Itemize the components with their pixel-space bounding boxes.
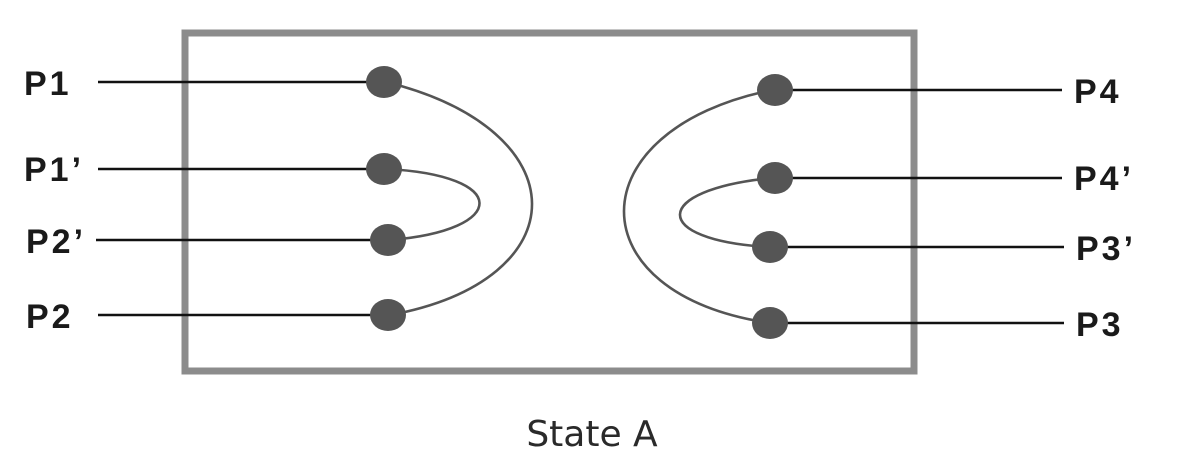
port-dot-p4 (757, 74, 793, 106)
port-dot-p3 (752, 307, 788, 339)
port-dot-p3-prime (752, 231, 788, 263)
port-label-p1: P1 (24, 65, 72, 103)
port-label-p1-prime: P1’ (24, 151, 84, 189)
port-dot-p1 (366, 66, 402, 98)
port-label-p4: P4 (1074, 73, 1122, 111)
port-label-p3: P3 (1076, 306, 1124, 344)
port-dot-p4-prime (757, 162, 793, 194)
device-frame (181, 29, 918, 375)
connection-p1-prime-p2-prime (385, 167, 481, 242)
port-label-p3-prime: P3’ (1076, 230, 1136, 268)
connection-p4-p3 (622, 88, 773, 325)
port-label-p4-prime: P4’ (1074, 160, 1134, 198)
port-dot-p2 (370, 299, 406, 331)
port-dot-p1-prime (366, 153, 402, 185)
connection-p1-p2 (385, 80, 534, 317)
diagram-caption: State A (526, 414, 658, 455)
port-dot-p2-prime (370, 224, 406, 256)
port-label-p2-prime: P2’ (26, 223, 86, 261)
connection-p4-prime-p3-prime (678, 176, 773, 249)
port-label-p2: P2 (26, 298, 74, 336)
